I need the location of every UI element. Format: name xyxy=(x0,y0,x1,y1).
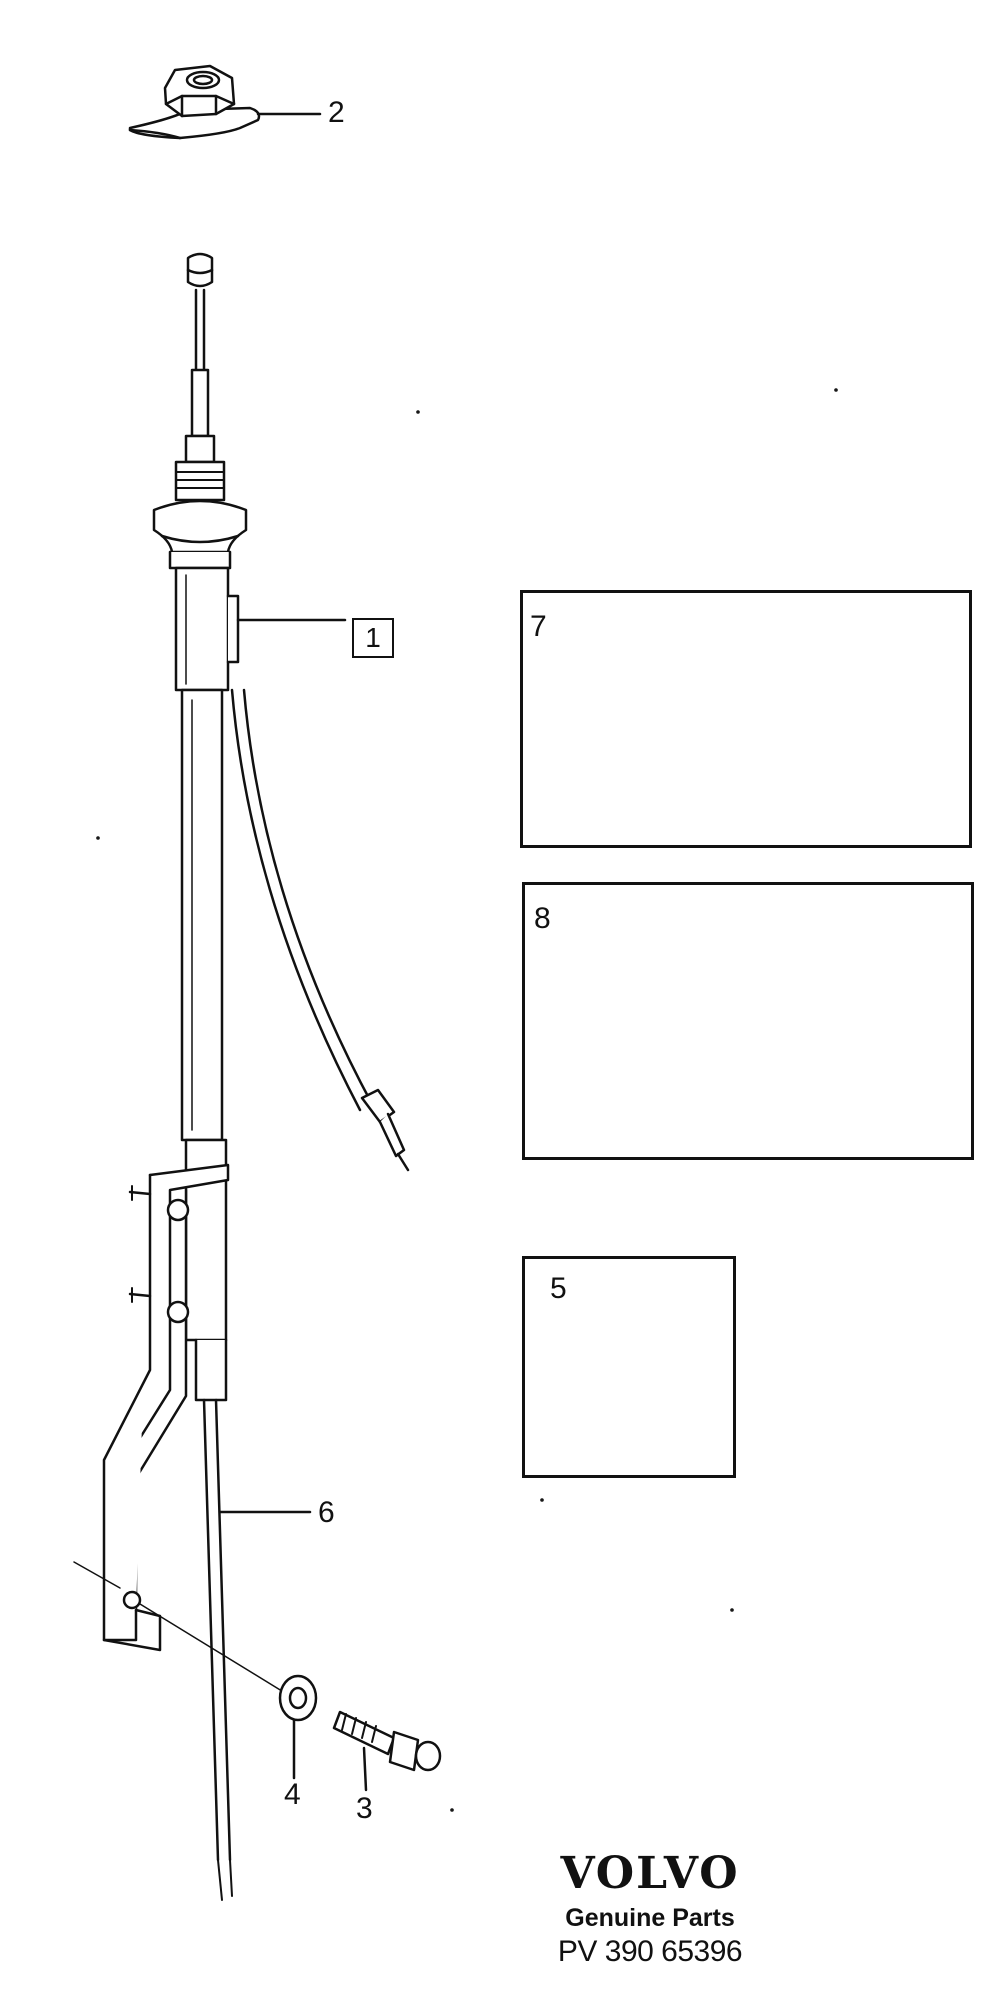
brand-subtitle: Genuine Parts xyxy=(565,1904,735,1932)
callout-1-label: 1 xyxy=(365,622,381,653)
part-diagram-code: PV 390 65396 xyxy=(557,1935,743,1968)
inset-box-7 xyxy=(520,590,972,848)
part-1-antenna-mast xyxy=(152,252,347,1901)
part-2-nut xyxy=(128,64,322,140)
mounting-axis-line xyxy=(139,1603,291,1697)
callout-3: 3 xyxy=(356,1792,373,1825)
part-4-washer xyxy=(278,1674,318,1780)
volvo-logo: VOLVO xyxy=(560,1848,740,1899)
callout-8: 8 xyxy=(534,902,551,935)
part-3-bolt xyxy=(332,1710,442,1792)
callout-7: 7 xyxy=(530,610,547,643)
inset-box-8 xyxy=(522,882,974,1160)
inset-box-5 xyxy=(522,1256,736,1478)
callout-5: 5 xyxy=(550,1272,567,1305)
antenna-cable xyxy=(230,688,410,1172)
callout-1: 1 xyxy=(352,618,394,658)
brand-block: VOLVO Genuine Parts PV 390 65396 xyxy=(520,1852,780,1969)
print-specks xyxy=(96,388,838,1812)
callout-4: 4 xyxy=(284,1778,301,1811)
callout-6: 6 xyxy=(318,1496,335,1529)
mounting-bracket xyxy=(73,1163,230,1652)
callout-2: 2 xyxy=(328,96,345,129)
